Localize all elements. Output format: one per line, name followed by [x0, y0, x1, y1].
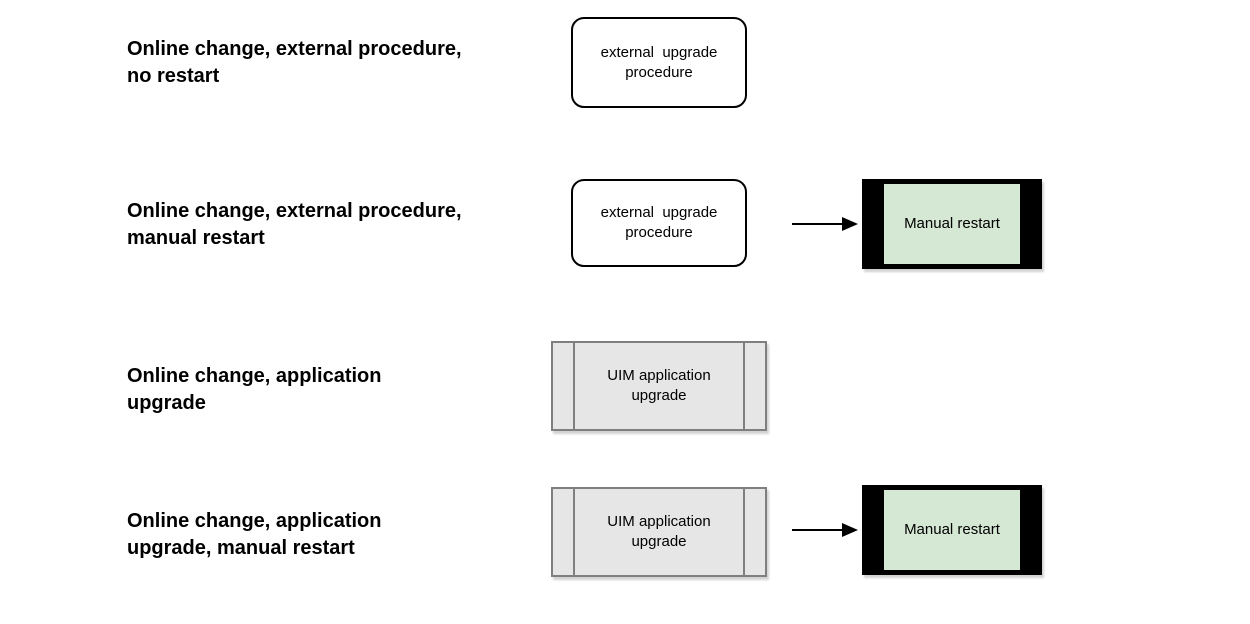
right-arrow-icon	[792, 523, 858, 537]
subprocess-left-bar	[573, 343, 575, 429]
right-arrow-icon	[792, 217, 858, 231]
subprocess-left-bar	[573, 489, 575, 575]
manual-restart-label: Manual restart	[904, 521, 1000, 538]
manual-restart-box: Manual restart	[862, 179, 1042, 269]
manual-restart-inner: Manual restart	[884, 490, 1020, 570]
row-label-external-manual-restart: Online change, external procedure, manua…	[127, 200, 462, 249]
process-box-external-upgrade: external upgrade procedure	[571, 179, 747, 267]
subprocess-box-uim-upgrade: UIM application upgrade	[551, 341, 767, 431]
subprocess-box-label: UIM application upgrade	[607, 513, 711, 550]
subprocess-box-label: UIM application upgrade	[607, 367, 711, 404]
subprocess-right-bar	[743, 343, 745, 429]
manual-restart-inner: Manual restart	[884, 184, 1020, 264]
manual-restart-box: Manual restart	[862, 485, 1042, 575]
row-label-application-upgrade: Online change, application upgrade	[127, 365, 382, 414]
manual-restart-label: Manual restart	[904, 215, 1000, 232]
subprocess-right-bar	[743, 489, 745, 575]
row-label-application-upgrade-manual-restart: Online change, application upgrade, manu…	[127, 510, 382, 559]
subprocess-box-uim-upgrade: UIM application upgrade	[551, 487, 767, 577]
process-box-external-upgrade: external upgrade procedure	[571, 17, 747, 108]
process-box-label: external upgrade procedure	[600, 204, 718, 241]
process-box-label: external upgrade procedure	[600, 43, 718, 81]
row-label-external-no-restart: Online change, external procedure, no re…	[127, 38, 462, 87]
